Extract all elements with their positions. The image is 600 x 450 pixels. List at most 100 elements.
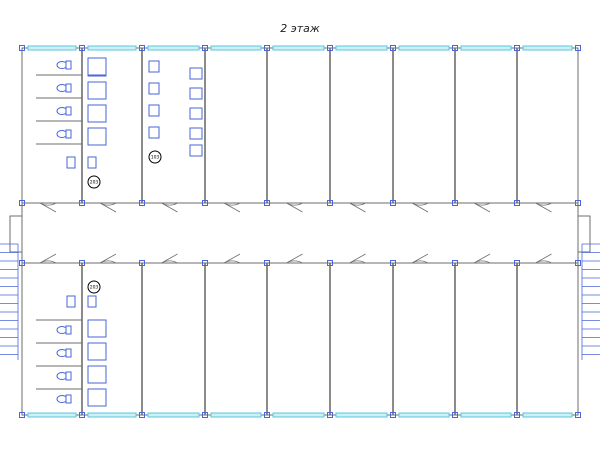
window-top — [147, 45, 200, 51]
column — [575, 260, 581, 266]
window-top — [27, 45, 77, 51]
bottom-wing-wall — [21, 262, 579, 416]
corridor-end-right — [577, 215, 591, 253]
windows — [27, 45, 573, 418]
sink — [66, 156, 76, 169]
column — [264, 412, 270, 418]
column — [514, 260, 520, 266]
column — [202, 412, 208, 418]
urinal-stall — [87, 57, 107, 76]
column — [264, 260, 270, 266]
door-bottom — [161, 253, 178, 264]
door-bottom — [99, 253, 117, 264]
toilet-tank — [65, 106, 72, 116]
door-top — [349, 202, 366, 213]
column — [79, 412, 85, 418]
urinal-stall — [87, 104, 107, 123]
walls — [9, 47, 591, 416]
column — [452, 260, 458, 266]
washbasin — [189, 67, 203, 80]
column — [452, 412, 458, 418]
toilet-tank — [65, 348, 72, 358]
washbasin — [189, 144, 203, 157]
window-bottom — [27, 412, 77, 418]
sanitary-fixtures — [56, 57, 203, 407]
washbasin — [148, 126, 160, 139]
washbasin — [148, 60, 160, 73]
column — [139, 200, 145, 206]
column — [327, 45, 333, 51]
toilet-tank — [65, 371, 72, 381]
room-tag-text: 203 — [90, 285, 99, 291]
corridor-end-left — [9, 215, 23, 253]
door-bottom — [39, 253, 57, 264]
door-top — [286, 202, 303, 213]
urinal-stall — [87, 388, 107, 407]
column — [79, 45, 85, 51]
column — [575, 412, 581, 418]
toilet-tank — [65, 394, 72, 404]
room-tag-text: 203 — [90, 180, 99, 186]
toilet-tank — [65, 83, 72, 93]
window-top — [398, 45, 450, 51]
door-top — [473, 202, 491, 213]
window-top — [272, 45, 325, 51]
urinal-stall — [87, 81, 107, 100]
window-top — [460, 45, 512, 51]
column — [139, 45, 145, 51]
column — [327, 200, 333, 206]
column — [202, 45, 208, 51]
column — [264, 200, 270, 206]
window-top — [210, 45, 262, 51]
sink — [87, 295, 97, 308]
urinal-stall — [87, 365, 107, 384]
toilet-tank — [65, 129, 72, 139]
column — [514, 200, 520, 206]
door-top — [39, 202, 57, 213]
column — [19, 260, 25, 266]
column — [19, 45, 25, 51]
column — [575, 45, 581, 51]
column — [452, 200, 458, 206]
floor-title: 2 этаж — [280, 22, 320, 35]
door-bottom — [349, 253, 366, 264]
door-top — [99, 202, 117, 213]
column — [139, 260, 145, 266]
washbasin — [148, 82, 160, 95]
column — [202, 200, 208, 206]
window-top — [522, 45, 573, 51]
door-bottom — [286, 253, 303, 264]
column — [390, 200, 396, 206]
column — [327, 412, 333, 418]
window-bottom — [335, 412, 388, 418]
window-bottom — [522, 412, 573, 418]
column — [390, 45, 396, 51]
sink — [87, 156, 97, 169]
urinal-stall — [87, 127, 107, 146]
washbasin — [148, 104, 160, 117]
column — [19, 200, 25, 206]
window-bottom — [87, 412, 137, 418]
columns — [19, 45, 581, 418]
column — [139, 412, 145, 418]
window-bottom — [460, 412, 512, 418]
window-bottom — [210, 412, 262, 418]
column — [452, 45, 458, 51]
toilet-tank — [65, 60, 72, 70]
window-top — [335, 45, 388, 51]
column — [390, 412, 396, 418]
top-wing-wall — [21, 47, 579, 204]
window-bottom — [398, 412, 450, 418]
sink — [66, 295, 76, 308]
door-bottom — [473, 253, 491, 264]
column — [202, 260, 208, 266]
door-bottom — [223, 253, 241, 264]
washbasin — [189, 87, 203, 100]
door-top — [535, 202, 552, 213]
stairs — [0, 243, 600, 360]
column — [327, 260, 333, 266]
window-top — [87, 45, 137, 51]
door-top — [161, 202, 178, 213]
door-bottom — [535, 253, 552, 264]
